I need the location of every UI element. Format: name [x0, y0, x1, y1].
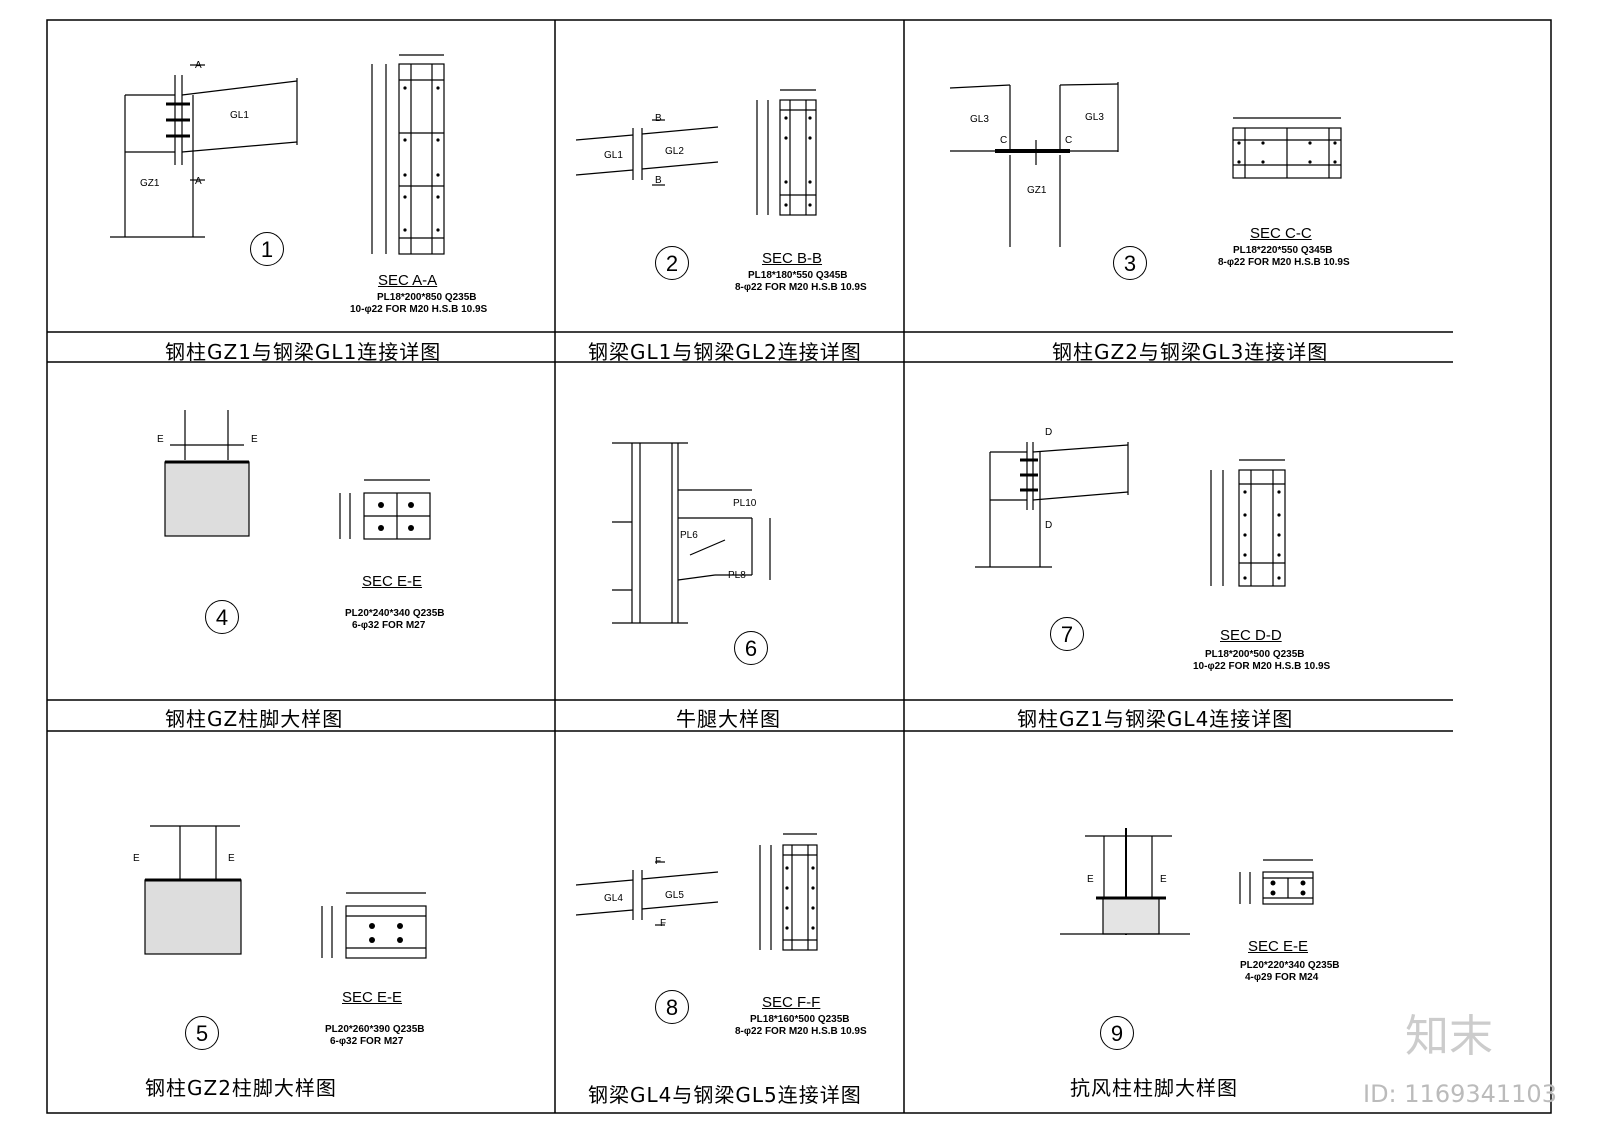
label-pl10: PL10 — [733, 498, 757, 509]
label-c-left: C — [1000, 135, 1008, 146]
label-e-left-4: E — [157, 434, 164, 445]
label-gl1-cell2: GL1 — [604, 150, 623, 161]
label-gl1-cell1: GL1 — [230, 110, 249, 121]
cell-9-title: 抗风柱柱脚大样图 — [1070, 1076, 1238, 1100]
sec-note-9a: PL20*220*340 Q235B — [1240, 960, 1340, 971]
detail-number-4: 4 — [205, 600, 239, 634]
sec-note-2b: 8-φ22 FOR M20 H.S.B 10.9S — [735, 282, 867, 293]
label-e-right-5: E — [228, 853, 235, 864]
sec-title-1: SEC A-A — [378, 272, 438, 289]
label-gl4-cell8: GL4 — [604, 893, 623, 904]
detail-1-section — [371, 54, 445, 255]
watermark-id: ID: 1169341103 — [1363, 1080, 1557, 1108]
sec-note-8a: PL18*160*500 Q235B — [750, 1014, 850, 1025]
bolt-holes — [369, 86, 1337, 943]
label-gz1-cell3: GZ1 — [1027, 185, 1047, 196]
label-a-bottom: A — [195, 176, 202, 187]
detail-2-elevation — [575, 119, 719, 186]
detail-number-3: 3 — [1113, 246, 1147, 280]
sec-note-7a: PL18*200*500 Q235B — [1205, 649, 1305, 660]
label-pl8: PL8 — [728, 570, 746, 581]
detail-9-section — [1239, 859, 1314, 905]
detail-number-8: 8 — [655, 990, 689, 1024]
cell-5-title: 钢柱GZ2柱脚大样图 — [145, 1076, 337, 1100]
sec-title-9: SEC E-E — [1248, 938, 1309, 955]
label-b-top: B — [655, 113, 662, 124]
sec-note-3a: PL18*220*550 Q345B — [1233, 245, 1333, 256]
label-gl5-cell8: GL5 — [665, 890, 684, 901]
cell-6-title: 牛腿大样图 — [676, 707, 781, 731]
detail-number-9: 9 — [1100, 1016, 1134, 1050]
sec-note-2a: PL18*180*550 Q345B — [748, 270, 848, 281]
sheet-frame — [46, 19, 1552, 1114]
detail-number-2: 2 — [655, 246, 689, 280]
sec-title-8: SEC F-F — [762, 994, 821, 1011]
label-f-top: F — [655, 856, 662, 867]
label-e-right-4: E — [251, 434, 258, 445]
sec-note-3b: 8-φ22 FOR M20 H.S.B 10.9S — [1218, 257, 1350, 268]
detail-9-column-base — [1060, 828, 1190, 935]
sec-note-9b: 4-φ29 FOR M24 — [1245, 972, 1319, 983]
detail-4-section — [339, 479, 431, 540]
label-d-bottom: D — [1045, 520, 1053, 531]
detail-number-6: 6 — [734, 631, 768, 665]
label-f-bottom: F — [660, 918, 667, 929]
detail-number-5: 5 — [185, 1016, 219, 1050]
label-gl3-right: GL3 — [1085, 112, 1104, 123]
detail-7-section — [1210, 459, 1286, 587]
detail-5-section — [321, 892, 427, 959]
cell-4-title: 钢柱GZ柱脚大样图 — [165, 707, 344, 731]
sec-note-5b: 6-φ32 FOR M27 — [330, 1036, 404, 1047]
sec-note-4b: 6-φ32 FOR M27 — [352, 620, 426, 631]
detail-3-elevation — [949, 82, 1119, 247]
sec-note-7b: 10-φ22 FOR M20 H.S.B 10.9S — [1193, 661, 1331, 672]
detail-6-corbel — [612, 442, 771, 624]
cell-8-title: 钢梁GL4与钢梁GL5连接详图 — [588, 1083, 862, 1107]
cell-2-title: 钢梁GL1与钢梁GL2连接详图 — [588, 340, 862, 364]
label-pl6: PL6 — [680, 530, 698, 541]
detail-3-section — [1232, 117, 1342, 179]
sec-note-1a: PL18*200*850 Q235B — [377, 292, 477, 303]
sec-note-8b: 8-φ22 FOR M20 H.S.B 10.9S — [735, 1026, 867, 1037]
cell-7-title: 钢柱GZ1与钢梁GL4连接详图 — [1017, 707, 1294, 731]
label-d-top: D — [1045, 427, 1053, 438]
detail-number-7: 7 — [1050, 617, 1084, 651]
detail-4-column-base — [164, 410, 250, 537]
label-gl3-left: GL3 — [970, 114, 989, 125]
sec-note-4a: PL20*240*340 Q235B — [345, 608, 445, 619]
label-gz1-cell1: GZ1 — [140, 178, 160, 189]
detail-7-elevation — [975, 442, 1129, 568]
label-a-top: A — [195, 60, 202, 71]
detail-1-elevation — [110, 64, 298, 238]
label-e-right-9: E — [1160, 874, 1167, 885]
detail-number-1: 1 — [250, 232, 284, 266]
cell-3-title: 钢柱GZ2与钢梁GL3连接详图 — [1052, 340, 1329, 364]
sec-title-4: SEC E-E — [362, 573, 423, 590]
detail-2-section — [756, 89, 817, 216]
detail-5-column-base — [144, 825, 242, 955]
sec-title-2: SEC B-B — [762, 250, 823, 267]
watermark-logo: 知末 — [1405, 1011, 1493, 1062]
detail-8-elevation — [575, 861, 719, 926]
sec-title-7: SEC D-D — [1220, 627, 1282, 644]
sec-title-5: SEC E-E — [342, 989, 403, 1006]
label-e-left-9: E — [1087, 874, 1094, 885]
sec-note-5a: PL20*260*390 Q235B — [325, 1024, 425, 1035]
sec-title-3: SEC C-C — [1250, 225, 1312, 242]
label-b-bottom: B — [655, 175, 662, 186]
label-gl2-cell2: GL2 — [665, 146, 684, 157]
label-c-right: C — [1065, 135, 1073, 146]
detail-8-section — [759, 833, 818, 951]
label-e-left-5: E — [133, 853, 140, 864]
sec-note-1b: 10-φ22 FOR M20 H.S.B 10.9S — [350, 304, 488, 315]
cell-1-title: 钢柱GZ1与钢梁GL1连接详图 — [165, 340, 442, 364]
